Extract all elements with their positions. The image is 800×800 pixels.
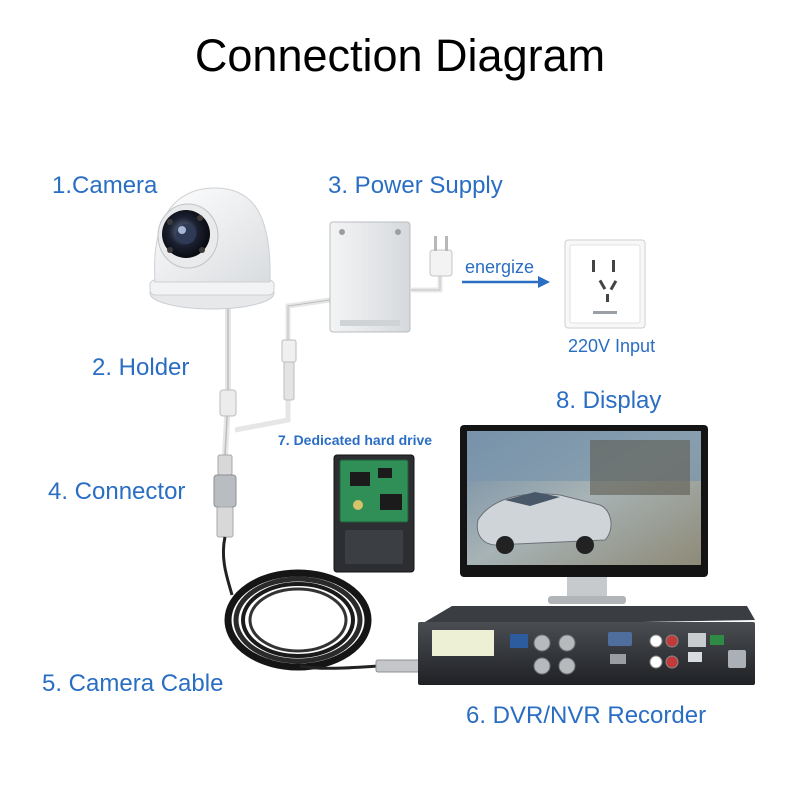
monitor xyxy=(460,425,708,604)
label-camera-cable: 5. Camera Cable xyxy=(42,670,224,697)
label-power-supply: 3. Power Supply xyxy=(328,172,503,199)
wall-socket xyxy=(564,239,646,329)
hard-drive xyxy=(333,454,415,573)
dome-camera xyxy=(149,187,275,310)
diagram-title: Connection Diagram xyxy=(194,30,606,81)
power-plug xyxy=(410,236,453,293)
energize-arrow xyxy=(462,276,550,288)
label-connector: 4. Connector xyxy=(48,478,186,505)
bnc-holder xyxy=(219,389,237,417)
dvr-recorder xyxy=(418,606,755,685)
bnc-connector xyxy=(213,454,237,538)
label-input: 220V Input xyxy=(568,336,656,356)
label-recorder: 6. DVR/NVR Recorder xyxy=(466,702,707,729)
label-hard-drive: 7. Dedicated hard drive xyxy=(278,432,433,448)
label-display: 8. Display xyxy=(556,387,662,414)
camera-lead-wire xyxy=(222,308,231,456)
power-supply-box xyxy=(329,221,411,333)
label-holder: 2. Holder xyxy=(92,354,190,381)
power-connector-plug xyxy=(281,339,297,401)
label-camera: 1.Camera xyxy=(52,172,158,199)
power-lead-wire xyxy=(234,297,331,433)
label-energize: energize xyxy=(465,257,535,277)
coiled-camera-cable xyxy=(221,536,421,673)
